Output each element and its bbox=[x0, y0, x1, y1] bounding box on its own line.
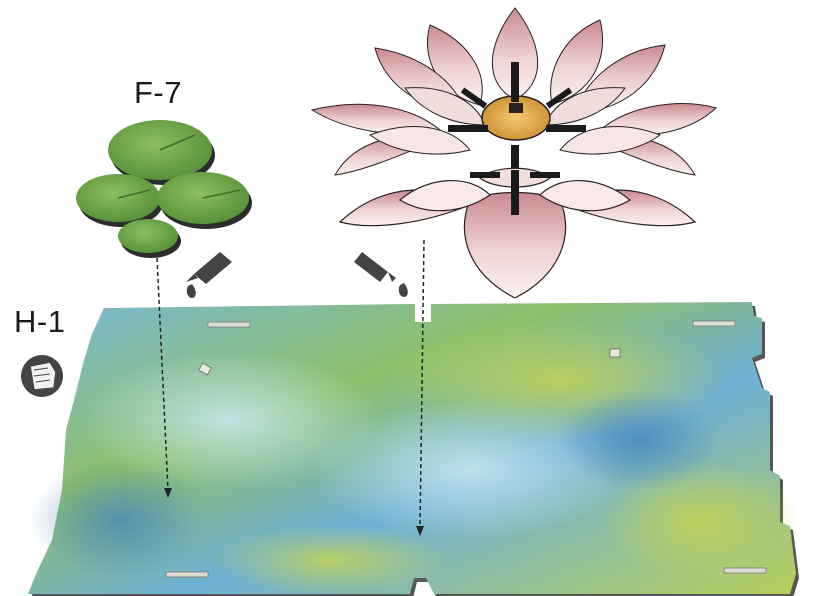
lily-pad-part bbox=[76, 120, 252, 258]
part-label-f7: F-7 bbox=[134, 75, 182, 111]
lotus-flower-part bbox=[312, 8, 716, 298]
sheet-badge-icon bbox=[21, 355, 63, 397]
glue-drop-icon bbox=[187, 283, 408, 298]
part-label-h1: H-1 bbox=[14, 304, 65, 340]
pond-board-part bbox=[28, 302, 800, 596]
glue-bottle-icon bbox=[186, 252, 396, 284]
